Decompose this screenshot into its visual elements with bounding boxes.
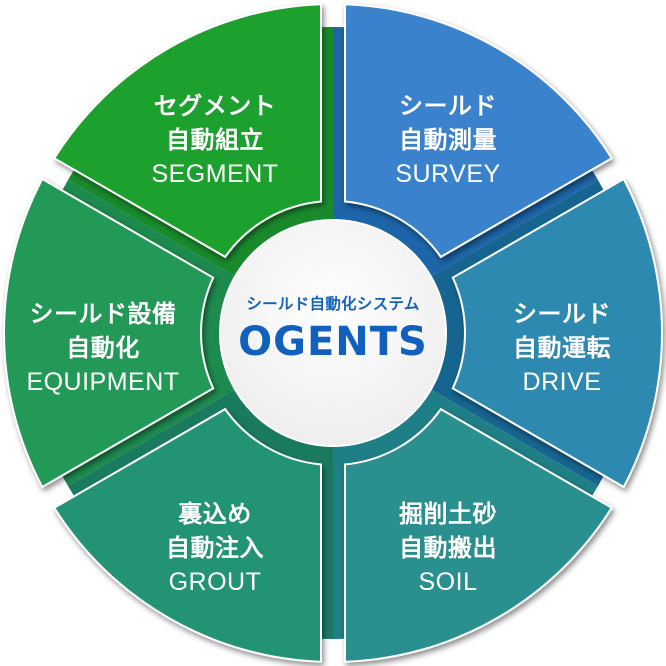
segment-cards xyxy=(3,3,663,663)
center-hub-label: シールド自動化システム OGENTS xyxy=(223,295,443,366)
system-title: OGENTS xyxy=(238,319,428,365)
segment-card-soil[interactable] xyxy=(344,407,614,663)
segment-card-equipment[interactable] xyxy=(3,177,215,489)
segment-card-segment[interactable] xyxy=(52,3,322,259)
segment-card-drive[interactable] xyxy=(451,177,663,489)
center-hub xyxy=(219,219,447,447)
segment-card-survey[interactable] xyxy=(344,3,614,259)
system-subtitle: シールド自動化システム xyxy=(246,295,420,313)
segment-card-grout[interactable] xyxy=(52,407,322,663)
